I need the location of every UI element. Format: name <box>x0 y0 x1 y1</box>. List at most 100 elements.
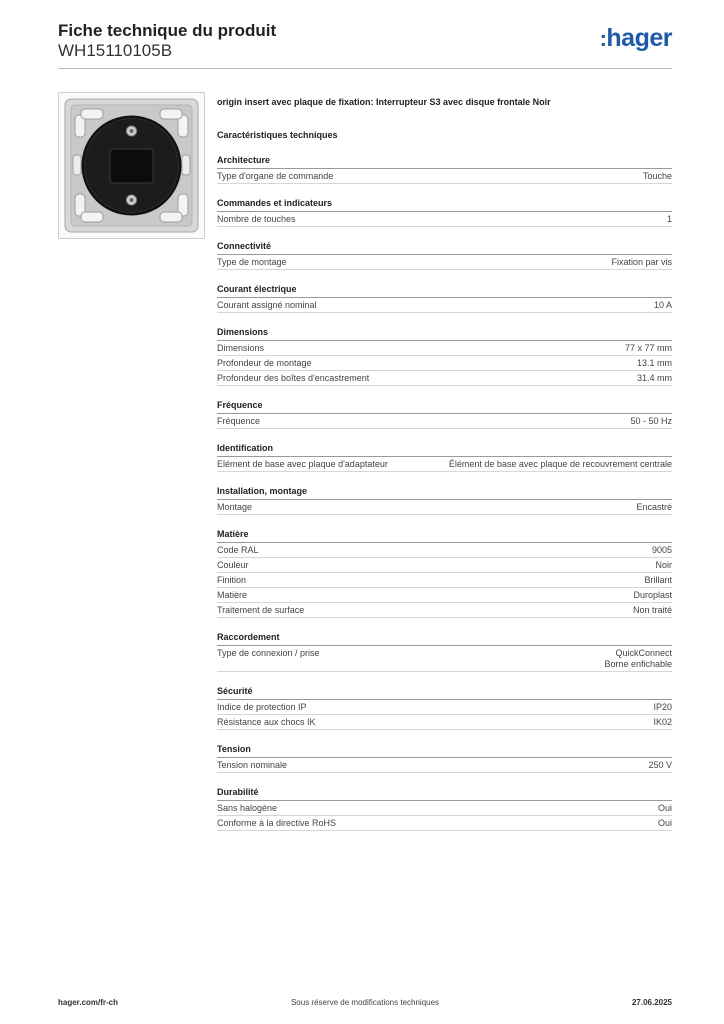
footer-disclaimer: Sous réserve de modifications techniques <box>290 998 440 1007</box>
spec-row: Indice de protection IP IP20 <box>217 700 672 715</box>
spec-label: Fréquence <box>217 416 261 426</box>
spec-value: 50 - 50 Hz <box>630 416 672 426</box>
section-title: Architecture <box>217 154 672 169</box>
spec-content: origin insert avec plaque de fixation: I… <box>217 96 672 844</box>
spec-value: 10 A <box>653 300 672 310</box>
product-code: WH15110105B <box>58 41 173 60</box>
spec-value: Oui <box>657 818 672 828</box>
spec-row: Sans halogène Oui <box>217 801 672 816</box>
spec-label: Type de montage <box>217 257 287 267</box>
spec-row: Finition Brillant <box>217 573 672 588</box>
spec-row: Elément de base avec plaque d'adaptateur… <box>217 457 672 472</box>
spec-row: Type de montage Fixation par vis <box>217 255 672 270</box>
spec-label: Conforme à la directive RoHS <box>217 818 337 828</box>
spec-value: IP20 <box>653 702 672 712</box>
spec-value: Noir <box>655 560 672 570</box>
footer-date: 27.06.2025 <box>631 998 672 1007</box>
spec-row: Dimensions 77 x 77 mm <box>217 341 672 356</box>
spec-value: IK02 <box>653 717 672 727</box>
spec-row: Nombre de touches 1 <box>217 212 672 227</box>
spec-label: Dimensions <box>217 343 265 353</box>
spec-label: Elément de base avec plaque d'adaptateur <box>217 459 388 469</box>
spec-value: 9005 <box>651 545 672 555</box>
spec-label: Couleur <box>217 560 249 570</box>
section-title: Courant électrique <box>217 283 672 298</box>
spec-label: Type d'organe de commande <box>217 171 334 181</box>
section-title: Tension <box>217 743 672 758</box>
product-title: origin insert avec plaque de fixation: I… <box>217 97 551 107</box>
spec-value: 250 V <box>648 760 672 770</box>
section-title: Installation, montage <box>217 485 672 500</box>
spec-row: Conforme à la directive RoHS Oui <box>217 816 672 831</box>
spec-row: Résistance aux chocs IK IK02 <box>217 715 672 730</box>
spec-row: Montage Encastré <box>217 500 672 515</box>
spec-value: Brillant <box>644 575 672 585</box>
section-title: Durabilité <box>217 786 672 801</box>
spec-value: Oui <box>657 803 672 813</box>
spec-value: 31.4 mm <box>636 373 672 383</box>
spec-value: 77 x 77 mm <box>624 343 672 353</box>
spec-label: Matière <box>217 590 248 600</box>
section-title: Fréquence <box>217 399 672 414</box>
spec-label: Profondeur des boîtes d'encastrement <box>217 373 370 383</box>
spec-row: Tension nominale 250 V <box>217 758 672 773</box>
spec-row: Fréquence 50 - 50 Hz <box>217 414 672 429</box>
spec-row: Couleur Noir <box>217 558 672 573</box>
spec-label: Courant assigné nominal <box>217 300 317 310</box>
footer-website[interactable]: hager.com/fr-ch <box>58 998 119 1007</box>
section-title: Connectivité <box>217 240 672 255</box>
spec-label: Résistance aux chocs IK <box>217 717 316 727</box>
spec-row: Traitement de surface Non traité <box>217 603 672 618</box>
section-title: Dimensions <box>217 326 672 341</box>
spec-value: Touche <box>642 171 672 181</box>
spec-label: Indice de protection IP <box>217 702 307 712</box>
page-header: Fiche technique du produit WH15110105B :… <box>58 20 672 61</box>
spec-label: Montage <box>217 502 253 512</box>
spec-value: 1 <box>666 214 672 224</box>
spec-label: Traitement de surface <box>217 605 305 615</box>
spec-label: Type de connexion / prise <box>217 648 320 658</box>
spec-label: Sans halogène <box>217 803 278 813</box>
spec-label: Finition <box>217 575 247 585</box>
spec-label: Code RAL <box>217 545 259 555</box>
page-title: Fiche technique du produit <box>58 21 277 40</box>
spec-value: Encastré <box>636 502 672 512</box>
spec-label: Profondeur de montage <box>217 358 312 368</box>
spec-value: Fixation par vis <box>611 257 672 267</box>
spec-row: Matière Duroplast <box>217 588 672 603</box>
spec-value: Élément de base avec plaque de recouvrem… <box>448 459 672 469</box>
spec-row: Profondeur des boîtes d'encastrement 31.4… <box>217 371 672 386</box>
section-title: Raccordement <box>217 631 672 646</box>
product-image <box>58 92 205 239</box>
spec-value: Duroplast <box>633 590 672 600</box>
spec-row: Type d'organe de commande Touche <box>217 169 672 184</box>
spec-heading: Caractéristiques techniques <box>217 130 338 140</box>
section-title: Sécurité <box>217 685 672 700</box>
section-title: Identification <box>217 442 672 457</box>
spec-label: Tension nominale <box>217 760 288 770</box>
section-title: Matière <box>217 528 672 543</box>
spec-row: Code RAL 9005 <box>217 543 672 558</box>
section-title: Commandes et indicateurs <box>217 197 672 212</box>
hager-logo: :hager <box>599 24 673 52</box>
spec-label: Nombre de touches <box>217 214 296 224</box>
spec-row: Courant assigné nominal 10 A <box>217 298 672 313</box>
spec-value: Non traité <box>632 605 672 615</box>
header-divider <box>58 68 672 69</box>
